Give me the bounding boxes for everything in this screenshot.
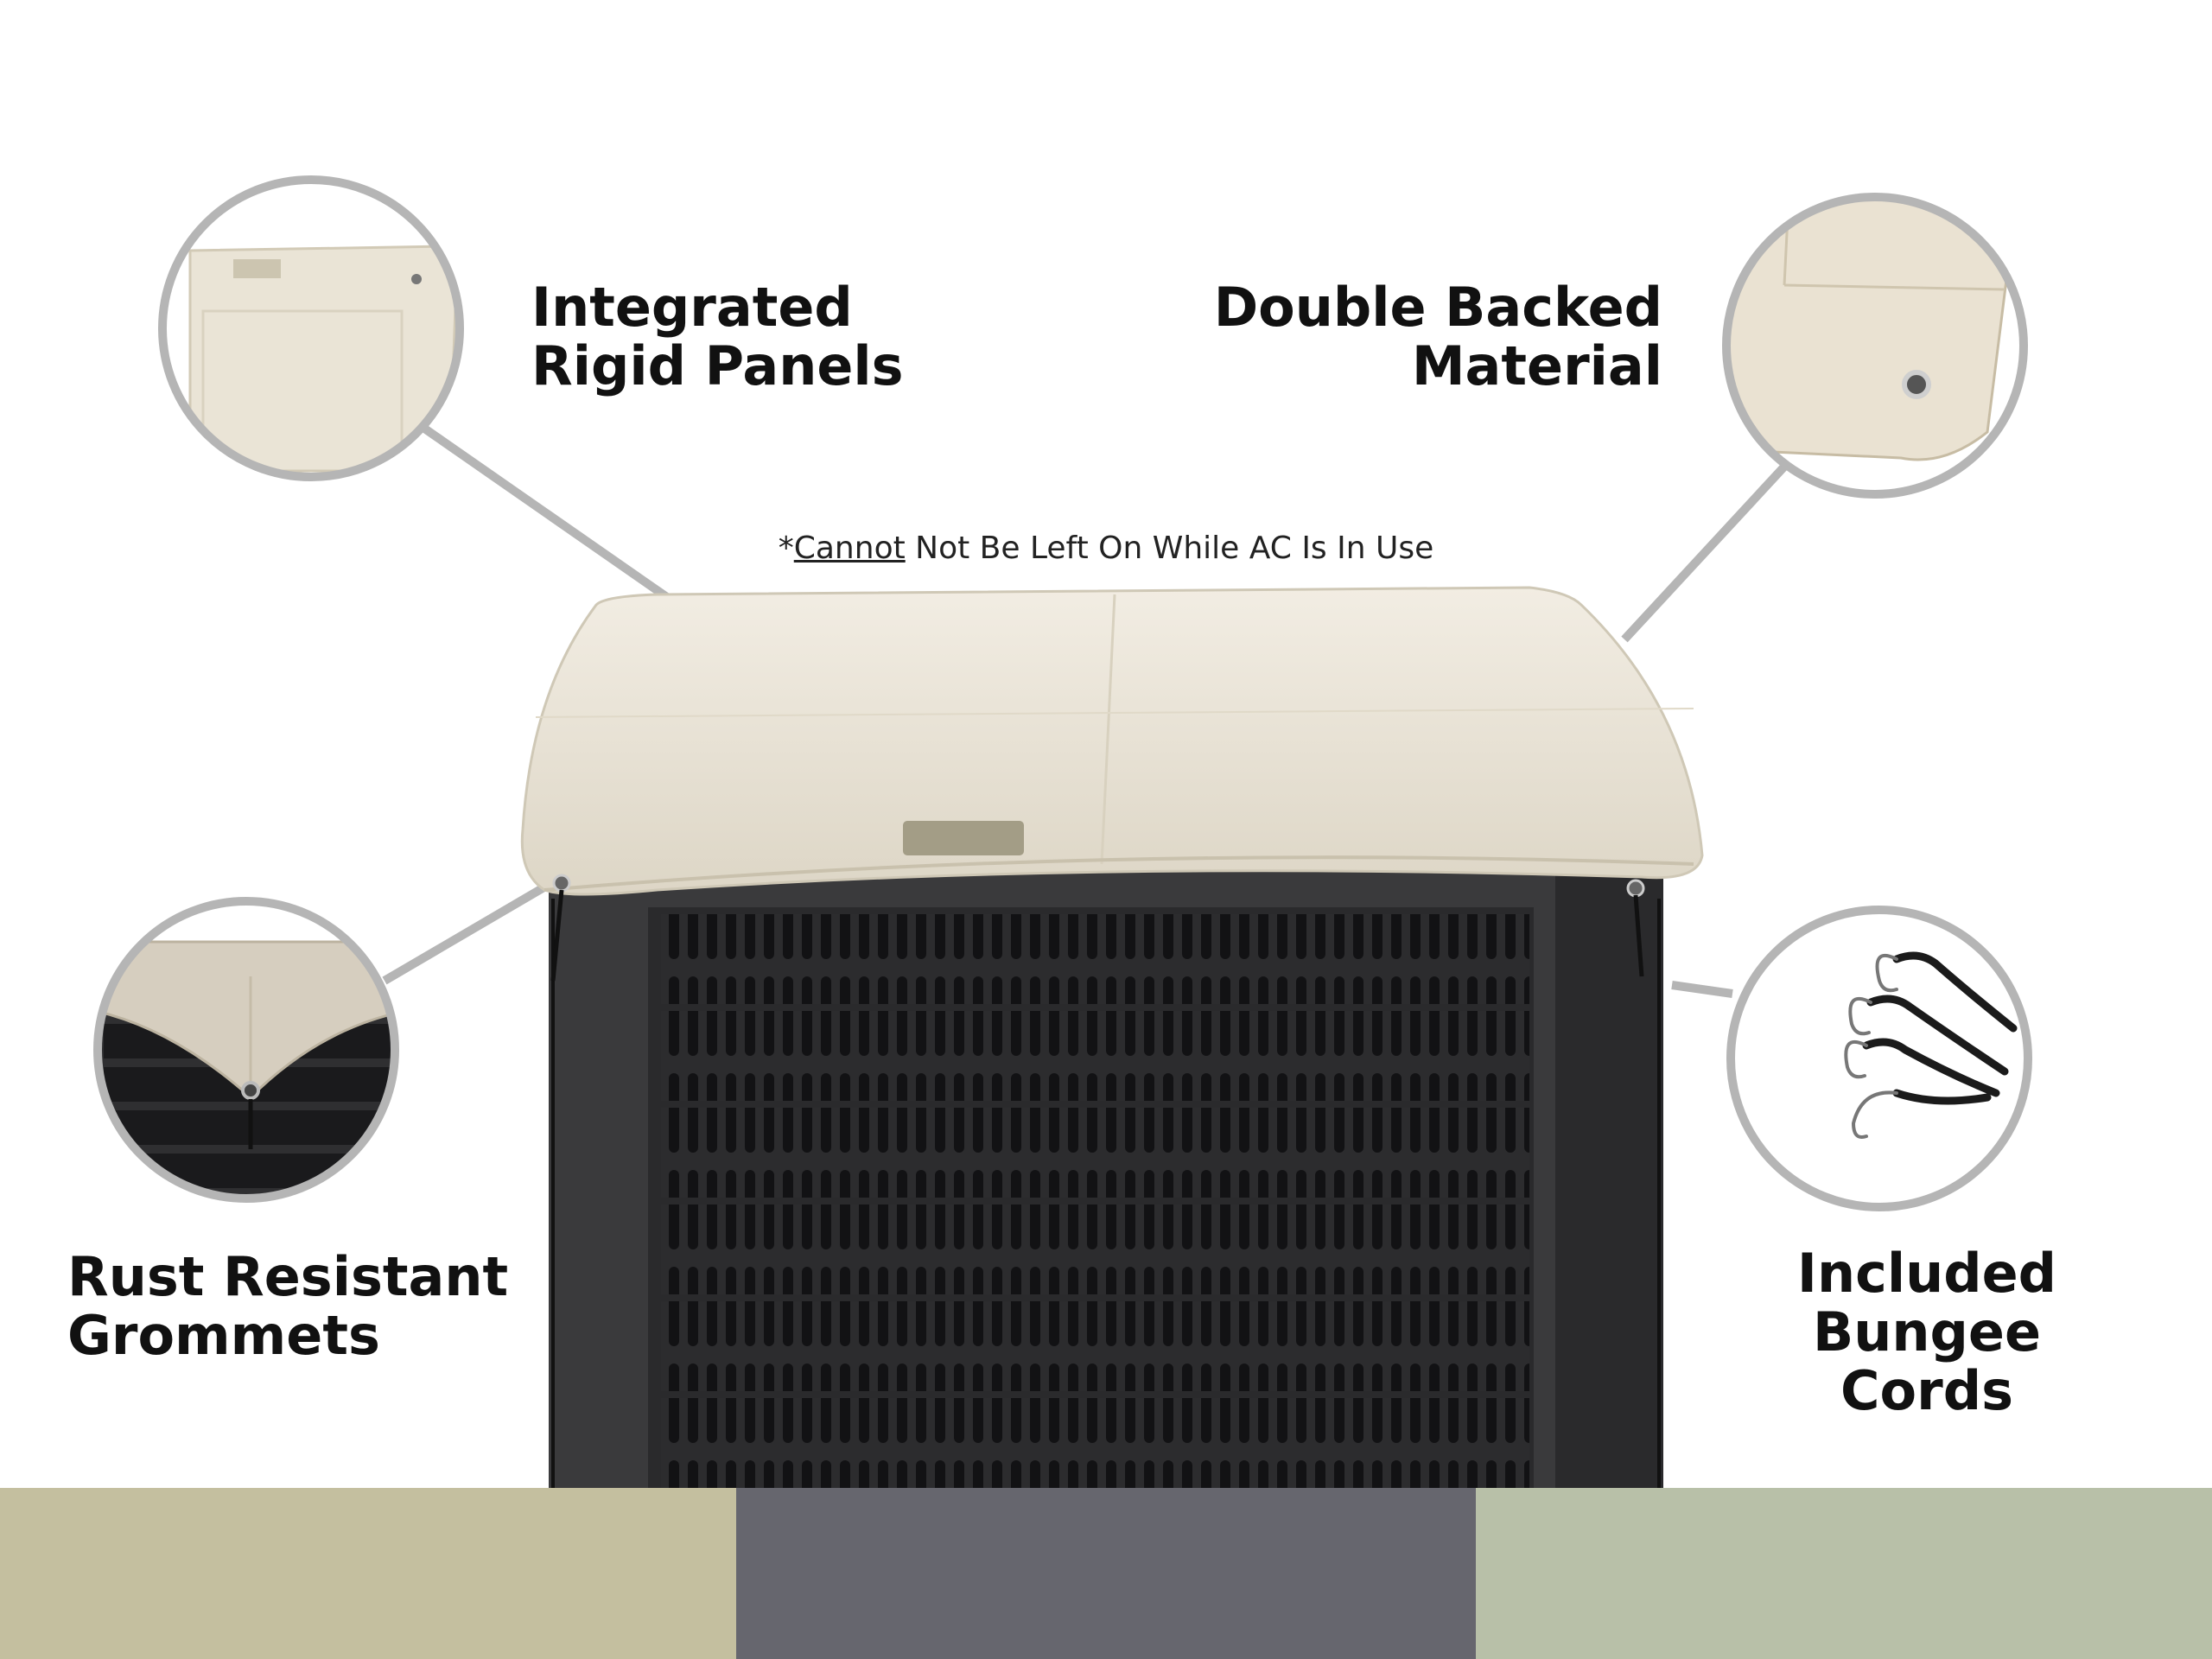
grommet xyxy=(241,1081,260,1100)
callout-circle-panels xyxy=(158,175,464,481)
note-text: Not Be Left On While AC Is In Use xyxy=(905,531,1434,566)
vent-row xyxy=(661,1205,1529,1294)
label-included-bungee-cords: Included Bungee Cords xyxy=(1719,1244,2134,1421)
bungee-strap xyxy=(1633,894,1644,977)
label-line: Double Backed xyxy=(1213,276,1662,339)
label-line: Integrated xyxy=(531,276,853,339)
bungee-cords-icon xyxy=(1844,951,2018,1139)
vent-row xyxy=(661,914,1529,1004)
label-line: Included xyxy=(1796,1242,2057,1305)
bungee-strap xyxy=(550,889,564,982)
brand-tag xyxy=(903,821,1024,855)
label-integrated-rigid-panels: Integrated Rigid Panels xyxy=(531,278,904,396)
vent-row xyxy=(661,1108,1529,1198)
label-line: Grommets xyxy=(67,1304,380,1367)
callout-circle-bungee xyxy=(1726,906,2032,1211)
grommet xyxy=(552,874,571,893)
ac-unit xyxy=(549,864,1663,1495)
label-line: Bungee Cords xyxy=(1812,1300,2041,1422)
color-swatch-sage xyxy=(1476,1488,2212,1659)
color-swatch-beige xyxy=(0,1488,736,1659)
label-line: Material xyxy=(1411,334,1662,397)
label-line: Rust Resistant xyxy=(67,1245,509,1308)
vent-row xyxy=(661,1398,1529,1488)
connector-line-grommets xyxy=(382,873,564,985)
vent-row xyxy=(661,1011,1529,1101)
vent-row xyxy=(661,1301,1529,1391)
label-line: Rigid Panels xyxy=(531,334,904,397)
usage-note: *Cannot Not Be Left On While AC Is In Us… xyxy=(0,531,2212,566)
label-rust-resistant-grommets: Rust Resistant Grommets xyxy=(67,1248,508,1365)
connector-line-material xyxy=(1621,463,1788,643)
label-double-backed-material: Double Backed Material xyxy=(1214,278,1662,396)
note-emphasis: Cannot xyxy=(793,531,906,566)
color-swatch-gray xyxy=(736,1488,1476,1659)
callout-circle-material xyxy=(1722,193,2028,499)
unit-cover xyxy=(520,586,1704,982)
grommet xyxy=(1626,879,1645,898)
callout-circle-grommets xyxy=(93,897,399,1203)
connector-line-bungee xyxy=(1671,981,1733,998)
grommet xyxy=(1902,370,1931,399)
brand-tag xyxy=(233,259,281,278)
note-prefix: * xyxy=(778,531,794,566)
